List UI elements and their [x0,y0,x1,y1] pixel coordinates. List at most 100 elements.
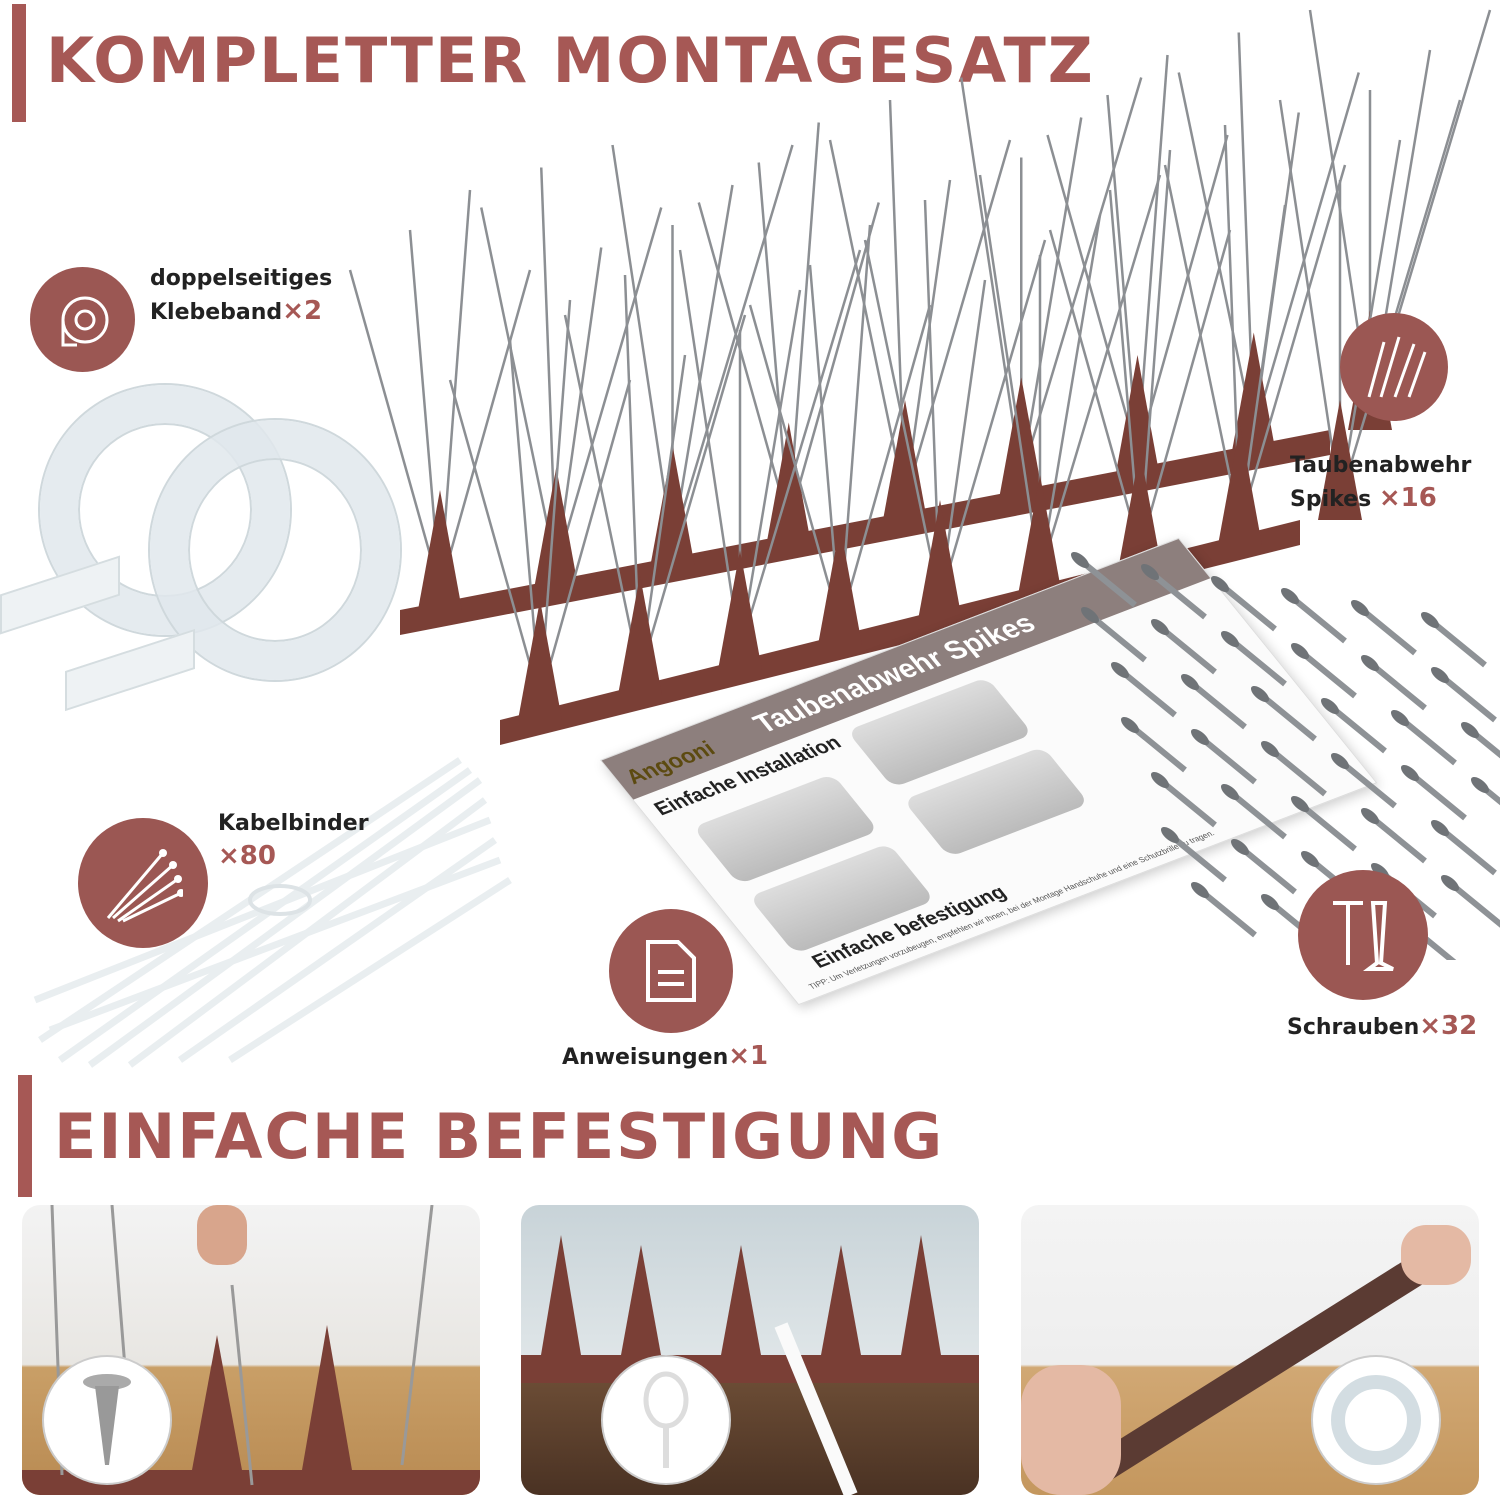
spike-cone [518,600,562,720]
cable-ties-name: Kabelbinder [218,811,369,836]
screw-head [1150,618,1170,636]
screw-head [1280,587,1300,605]
tape-name-1: doppelseitiges [150,266,333,291]
screw-head [1120,716,1140,734]
screw [1258,691,1317,742]
screw [1398,715,1457,766]
spike-wire [738,249,862,651]
screw-head [1220,630,1240,648]
spike-wire [978,174,1042,576]
screw [1158,777,1217,828]
cable-ties-image [33,757,512,1068]
screw [1198,734,1257,785]
cable-ties-icon [78,818,208,948]
spike-wire [671,184,734,546]
screw [1368,660,1427,711]
tape-mounting-photo [1021,1205,1479,1495]
screw-head [1470,776,1490,794]
screws-icon [1298,870,1428,1000]
screw-head [1460,721,1480,739]
screw [1198,887,1257,938]
screw-head [1220,783,1240,801]
cable-ties-qty: ×80 [218,841,276,871]
cable-tie-inset-icon [601,1355,731,1485]
screws-name: Schrauben [1287,1015,1420,1040]
spike-wire [1020,117,1083,478]
screw [1118,667,1177,718]
screws-label: Schrauben×32 [1287,1010,1477,1044]
spike-wire [1338,99,1462,501]
spikes-icon [1340,313,1448,421]
spike-wire [1278,99,1342,501]
spike-wire [1038,214,1102,576]
spike-wire [611,144,674,546]
spike-cone [534,467,579,588]
spike-wire [348,269,442,591]
manual-qty: ×1 [728,1041,769,1071]
screw-head [1180,673,1200,691]
screw [1428,617,1487,668]
spike-cone [1218,425,1262,545]
spike-cone [1018,475,1062,595]
screw-head [1360,654,1380,672]
spike-wire [838,304,932,626]
screw-head [1330,752,1350,770]
tape-icon [30,267,135,372]
screw [1078,557,1137,608]
spike-wire [555,207,663,568]
spikes-name-2: Spikes [1290,487,1372,512]
cable-ties-label: Kabelbinder ×80 [218,808,369,874]
screw-head [1150,771,1170,789]
screw-head [1430,819,1450,837]
screw-head [1080,606,1100,624]
spike-wire [1046,134,1139,456]
spike-cone [1118,450,1162,570]
screw-head [1390,709,1410,727]
screw-head [1190,728,1210,746]
screw-inset-icon [42,1355,172,1485]
spike-wire [438,269,532,591]
screw-head [1070,551,1090,569]
screw [1468,727,1500,759]
spike-cone [718,550,762,670]
cable-tie-mounting-photo [521,1205,979,1495]
screw-head [1230,838,1250,856]
screw-head [1190,881,1210,899]
screw-head [1350,599,1370,617]
spike-wire [1048,229,1142,551]
spike-wire [1138,229,1232,551]
spike-wire [448,379,542,701]
screw-mounting-photo [22,1205,480,1495]
screws-qty: ×32 [1419,1011,1478,1041]
screw-head [1110,661,1130,679]
screw [1448,880,1500,928]
screw-head [1430,666,1450,684]
screw [1218,581,1277,632]
spike-wire [787,202,880,523]
screw [1238,844,1297,895]
screw [1438,672,1497,723]
screw-head [1400,764,1420,782]
spike-cone [1231,332,1276,453]
spike-wire [1238,164,1347,526]
screw [1298,648,1357,699]
spike-cone [1318,400,1362,520]
heading-complete-kit: KOMPLETTER MONTAGESATZ [46,24,1095,97]
screw [1158,624,1217,675]
screw-head [1290,795,1310,813]
screw [1188,679,1247,730]
screw [1328,703,1387,754]
screw [1408,770,1467,821]
spike-wire [938,239,1047,601]
spike-cone [618,575,662,695]
screw [1288,593,1347,644]
heading-accent-bar-2 [18,1075,32,1197]
spike-wire [1136,134,1229,456]
screw [1268,746,1327,797]
screw-head [1260,740,1280,758]
screw [1358,605,1417,656]
screw-head [1420,611,1440,629]
heading-accent-bar [12,4,26,122]
spike-wire [863,239,942,601]
